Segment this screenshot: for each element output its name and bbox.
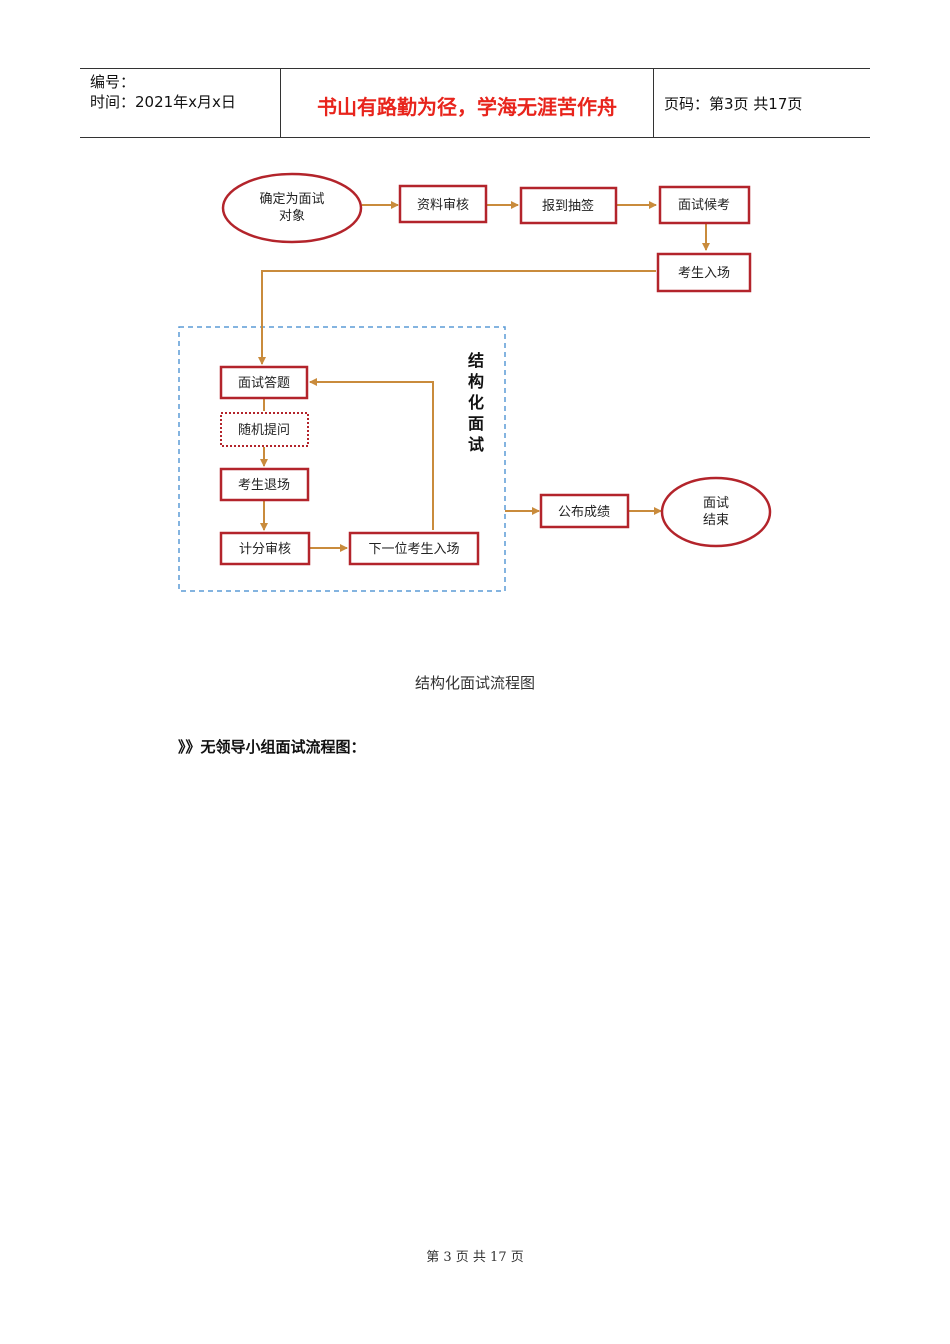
header-motto-cell: 书山有路勤为径，学海无涯苦作舟 bbox=[281, 69, 654, 137]
header-info-cell: 编号： 时间：2021年x月x日 bbox=[80, 69, 281, 137]
structured-interview-flowchart: 结构化面试 确定为面试对象 资料审核 报到抽签 面试候考 考生入场 面试答题 bbox=[178, 172, 772, 592]
node-end: 面试结束 bbox=[660, 476, 772, 548]
node-label-score: 计分审核 bbox=[239, 542, 291, 557]
page-footer: 第 3 页 共 17 页 bbox=[426, 1250, 524, 1265]
node-score: 计分审核 bbox=[219, 531, 311, 566]
node-checkin: 报到抽签 bbox=[519, 186, 618, 225]
node-label-random: 随机提问 bbox=[238, 422, 290, 438]
node-start: 确定为面试对象 bbox=[221, 172, 363, 244]
doc-number-label: 编号： bbox=[90, 73, 136, 91]
connectors bbox=[258, 201, 710, 552]
node-enter: 考生入场 bbox=[656, 252, 752, 293]
header-page-code: 页码：第3页 共17页 bbox=[664, 95, 803, 113]
section-title: 》》无领导小组面试流程图： bbox=[178, 738, 366, 756]
node-label-end: 面试结束 bbox=[703, 496, 729, 528]
arrow-enter-answer bbox=[258, 270, 656, 365]
node-label-wait: 面试候考 bbox=[678, 198, 730, 213]
node-label-exit: 考生退场 bbox=[238, 478, 290, 493]
node-label-publish: 公布成绩 bbox=[558, 505, 610, 520]
node-label-answer: 面试答题 bbox=[238, 375, 290, 391]
node-label-review: 资料审核 bbox=[417, 198, 469, 213]
node-publish: 公布成绩 bbox=[539, 493, 630, 529]
doc-time-label: 时间：2021年x月x日 bbox=[90, 93, 236, 111]
node-answer: 面试答题 bbox=[219, 365, 309, 400]
node-next: 下一位考生入场 bbox=[348, 531, 480, 566]
node-exit: 考生退场 bbox=[219, 467, 310, 502]
structured-interview-group bbox=[178, 326, 506, 592]
header-motto: 书山有路勤为径，学海无涯苦作舟 bbox=[317, 95, 617, 119]
node-random: 随机提问 bbox=[220, 412, 309, 447]
node-label-checkin: 报到抽签 bbox=[542, 198, 594, 214]
node-label-start: 确定为面试对象 bbox=[259, 192, 324, 224]
node-label-enter: 考生入场 bbox=[678, 266, 730, 281]
node-label-next: 下一位考生入场 bbox=[368, 542, 459, 557]
node-review: 资料审核 bbox=[398, 184, 488, 224]
arrow-next-answer bbox=[309, 378, 434, 530]
node-wait: 面试候考 bbox=[658, 185, 751, 225]
figure-caption: 结构化面试流程图 bbox=[414, 674, 535, 692]
header-page-cell: 页码：第3页 共17页 bbox=[654, 69, 870, 137]
page-header: 编号： 时间：2021年x月x日 书山有路勤为径，学海无涯苦作舟 页码：第3页 … bbox=[80, 68, 870, 138]
group-label: 结构化面试 bbox=[467, 351, 484, 454]
